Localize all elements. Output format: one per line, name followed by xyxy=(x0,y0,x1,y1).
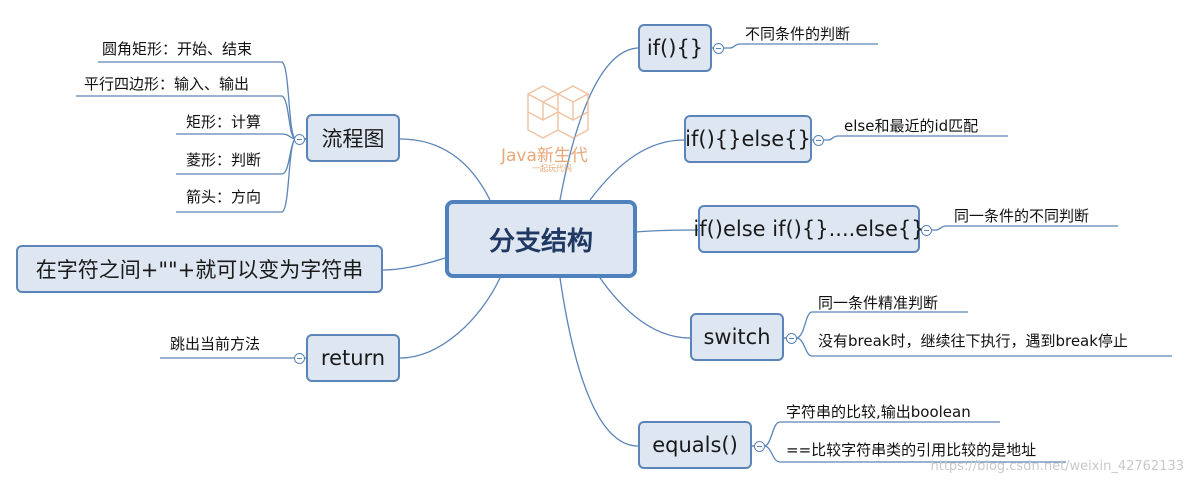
logo-tagline: 一起玩代码 xyxy=(532,164,572,173)
topic-if-else[interactable]: if(){}else{} xyxy=(684,115,812,163)
leaf-if-1: 不同条件的判断 xyxy=(745,25,851,43)
leaf-equals-1: 字符串的比较,输出boolean xyxy=(786,403,971,421)
connector-central-equals xyxy=(559,277,639,447)
topic-return[interactable]: return xyxy=(306,334,400,382)
connector-central-flowchart xyxy=(399,138,491,201)
leaf-switch-1: 同一条件精准判断 xyxy=(818,294,939,312)
topic-equals[interactable]: equals() xyxy=(638,421,752,469)
connector-central-ifelse xyxy=(589,139,685,201)
leaf-ifelse-1: else和最近的id匹配 xyxy=(844,117,979,135)
connector-central-if xyxy=(559,47,639,201)
watermark: https://blog.csdn.net/weixin_42762133 xyxy=(930,459,1184,474)
java-logo-icon xyxy=(526,85,590,139)
leaf-equals-2: ==比较字符串类的引用比较的是地址 xyxy=(786,441,1037,459)
leaf-flowchart-5: 箭头：方向 xyxy=(186,188,262,206)
leaf-switch-2: 没有break时，继续往下执行，遇到break停止 xyxy=(818,332,1128,350)
leaf-flowchart-4: 菱形：判断 xyxy=(186,151,262,169)
connector-central-stringconcat xyxy=(382,257,446,271)
collapse-ifelsechain-icon[interactable] xyxy=(921,225,932,236)
topic-string-concat[interactable]: 在字符之间+""+就可以变为字符串 xyxy=(16,245,383,293)
topic-switch[interactable]: switch xyxy=(690,313,784,361)
topic-flowchart[interactable]: 流程图 xyxy=(306,114,400,162)
collapse-if-icon[interactable] xyxy=(713,43,724,54)
leaf-flowchart-1: 圆角矩形：开始、结束 xyxy=(102,40,253,58)
logo-brand: Java新生代 xyxy=(501,146,588,166)
collapse-ifelse-icon[interactable] xyxy=(813,135,824,146)
collapse-equals-icon[interactable] xyxy=(754,441,765,452)
leaf-ifelsechain-1: 同一条件的不同判断 xyxy=(954,207,1090,225)
leaf-flowchart-3: 矩形：计算 xyxy=(186,113,262,131)
topic-if[interactable]: if(){} xyxy=(638,24,712,72)
connector-central-switch xyxy=(599,277,691,339)
topic-if-else-chain[interactable]: if()else if(){}....else{} xyxy=(693,205,925,253)
collapse-switch-icon[interactable] xyxy=(786,333,797,344)
connector-central-return xyxy=(399,277,501,359)
connector-central-ifelsechain xyxy=(635,229,699,233)
collapse-return-icon[interactable] xyxy=(294,353,305,364)
collapse-flowchart-icon[interactable] xyxy=(294,134,305,145)
central-topic[interactable]: 分支结构 xyxy=(445,200,637,278)
leaf-return-1: 跳出当前方法 xyxy=(170,335,261,353)
leaf-flowchart-2: 平行四边形：输入、输出 xyxy=(84,75,250,93)
